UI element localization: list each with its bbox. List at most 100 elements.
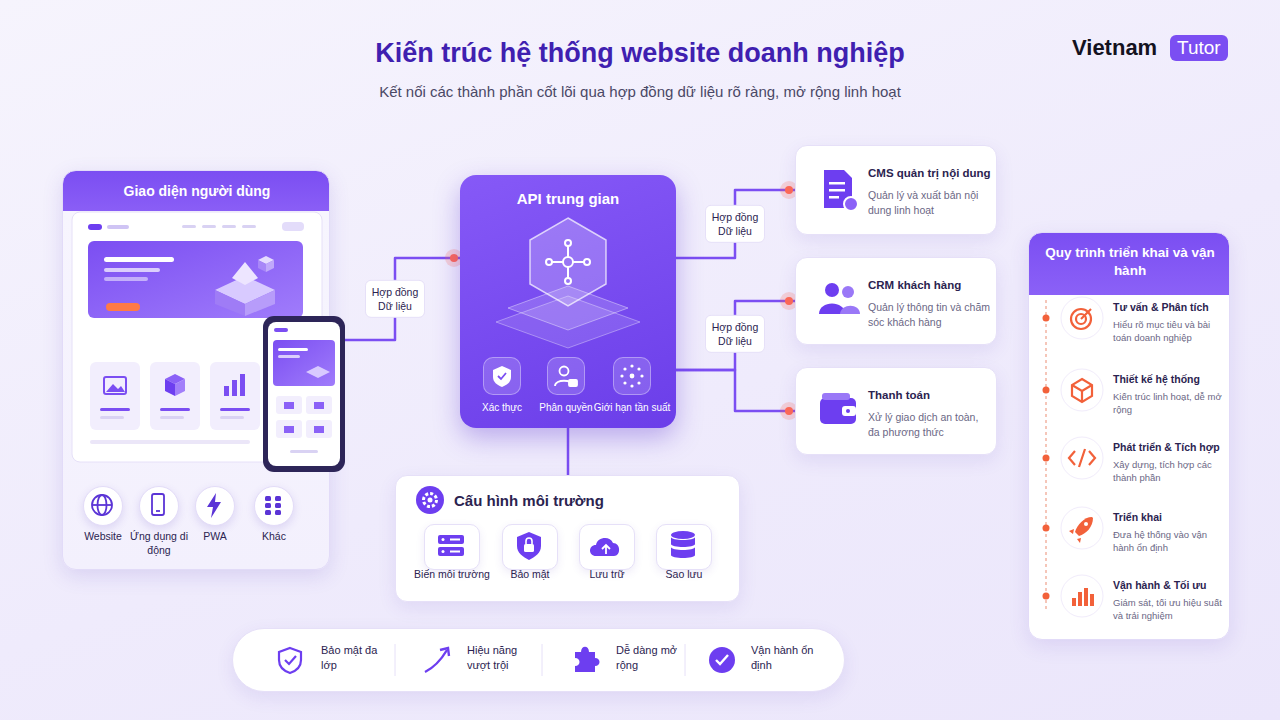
web-mockup bbox=[245, 290, 275, 316]
api-hub-illustration bbox=[508, 286, 628, 330]
node-heading: Xác thực bbox=[472, 401, 532, 414]
edge-label: Hợp đồng Dữ liệu bbox=[365, 280, 425, 318]
api-hub-illustration bbox=[563, 257, 573, 267]
web-mockup bbox=[282, 222, 304, 231]
glow-dot bbox=[450, 254, 458, 262]
glow-dot bbox=[785, 186, 793, 194]
web-mockup bbox=[232, 262, 258, 285]
process-step: Triển khaiĐưa hệ thống vào vận hành ổn đ… bbox=[1113, 511, 1227, 567]
grid-icon bbox=[275, 496, 281, 501]
connector bbox=[676, 301, 795, 370]
growth-arrow-icon bbox=[425, 650, 447, 672]
icon-tile bbox=[483, 357, 521, 395]
web-mockup bbox=[175, 379, 185, 396]
glow-dot bbox=[785, 407, 793, 415]
node-heading: Cấu hình môi trường bbox=[454, 492, 724, 509]
web-mockup bbox=[107, 225, 129, 229]
web-mockup bbox=[90, 440, 250, 444]
web-mockup bbox=[150, 362, 200, 430]
node-heading: CMS quản trị nội dung bbox=[868, 166, 992, 181]
band-separators bbox=[395, 644, 396, 676]
phone-mockup bbox=[284, 426, 294, 433]
node-heading: Vận hành & Tối ưu bbox=[1113, 579, 1227, 593]
connector bbox=[330, 258, 460, 340]
wallet-icon bbox=[820, 398, 856, 424]
web-mockup bbox=[72, 212, 322, 462]
shield-icon bbox=[498, 373, 506, 379]
icon-tile bbox=[613, 357, 651, 395]
wallet-icon bbox=[846, 409, 850, 413]
people-icon bbox=[819, 304, 845, 315]
gear-icon bbox=[416, 486, 444, 514]
logo-badge: Tutor bbox=[1170, 35, 1228, 61]
api-hub-illustration bbox=[584, 259, 590, 265]
cube-icon bbox=[1072, 379, 1092, 402]
lock-shield-icon bbox=[517, 532, 541, 560]
node-text: Quản lý và xuất bản nội dung linh hoạt bbox=[868, 188, 992, 218]
band-separators bbox=[395, 644, 685, 676]
node-heading: Bảo mật bbox=[491, 568, 569, 582]
node-heading: CRM khách hàng bbox=[868, 278, 992, 293]
node-heading: Lưu trữ bbox=[568, 568, 646, 582]
server-icon bbox=[450, 551, 460, 553]
web-mockup bbox=[240, 374, 245, 396]
web-mockup bbox=[100, 416, 124, 419]
document-icon bbox=[829, 196, 839, 199]
web-mockup bbox=[88, 241, 303, 318]
phone-mockup bbox=[274, 328, 288, 332]
rate-limit-icon bbox=[620, 374, 623, 377]
step-circles bbox=[1061, 297, 1103, 617]
node-heading: Ứng dụng di động bbox=[124, 530, 194, 557]
web-mockup bbox=[210, 362, 260, 430]
phone-mockup bbox=[306, 396, 332, 414]
phone-mockup bbox=[306, 420, 332, 438]
phone-mockup bbox=[263, 316, 345, 472]
icon-tile bbox=[656, 524, 712, 570]
rocket-icon bbox=[1069, 529, 1081, 543]
globe-icon bbox=[98, 495, 107, 515]
check-circle-icon bbox=[709, 647, 735, 673]
web-mockup bbox=[104, 377, 126, 394]
api-feature: Giới hạn tần suất bbox=[589, 357, 675, 419]
web-mockup bbox=[215, 276, 275, 304]
web-mockup bbox=[165, 374, 185, 384]
grid-icon bbox=[265, 496, 281, 515]
gear-icon bbox=[428, 498, 433, 503]
web-mockup bbox=[258, 256, 274, 264]
timeline-line bbox=[1045, 300, 1047, 612]
connector bbox=[567, 428, 570, 475]
process-step: Vận hành & Tối ưuGiám sát, tối ưu hiệu s… bbox=[1113, 579, 1227, 635]
api-hub-illustration bbox=[573, 261, 584, 263]
node-text: Hiệu năng vượt trội bbox=[467, 643, 531, 673]
channel-item: Khác bbox=[239, 486, 309, 558]
user-lock-icon bbox=[555, 381, 573, 386]
logo-word: Vietnam bbox=[1072, 35, 1157, 61]
phone-icon bbox=[152, 494, 164, 515]
wallet-icon bbox=[820, 393, 856, 424]
node-heading: Bảo mật đa lớp bbox=[321, 643, 385, 673]
process-panel: Quy trình triển khai và vận hànhTư vấn &… bbox=[1028, 232, 1230, 640]
bar-chart-icon bbox=[1090, 594, 1094, 606]
process-step: Phát triển & Tích hợpXây dựng, tích hợp … bbox=[1113, 441, 1227, 497]
target-icon bbox=[1071, 309, 1091, 329]
cloud-upload-icon bbox=[602, 545, 610, 554]
bolt-icon bbox=[207, 493, 221, 518]
node-text: Xử lý giao dịch an toàn, đa phương thức bbox=[868, 410, 992, 440]
grid-icon bbox=[265, 510, 271, 515]
timeline-dots bbox=[1043, 525, 1050, 532]
web-mockup bbox=[104, 277, 148, 281]
rate-limit-icon bbox=[640, 374, 643, 377]
people-icon bbox=[819, 283, 860, 314]
rate-limit-icon bbox=[637, 367, 640, 370]
web-mockup bbox=[106, 384, 125, 392]
bar-chart-icon bbox=[1072, 598, 1076, 606]
growth-arrow-icon bbox=[440, 648, 449, 656]
check-circle-icon bbox=[716, 655, 728, 664]
phone-mockup bbox=[284, 402, 294, 409]
grid-icon bbox=[275, 503, 281, 508]
web-mockup bbox=[220, 416, 244, 419]
user-lock-icon bbox=[555, 367, 577, 387]
code-icon bbox=[1069, 449, 1095, 467]
node-heading: Triển khai bbox=[1113, 511, 1227, 525]
shield-check-icon bbox=[285, 656, 296, 664]
